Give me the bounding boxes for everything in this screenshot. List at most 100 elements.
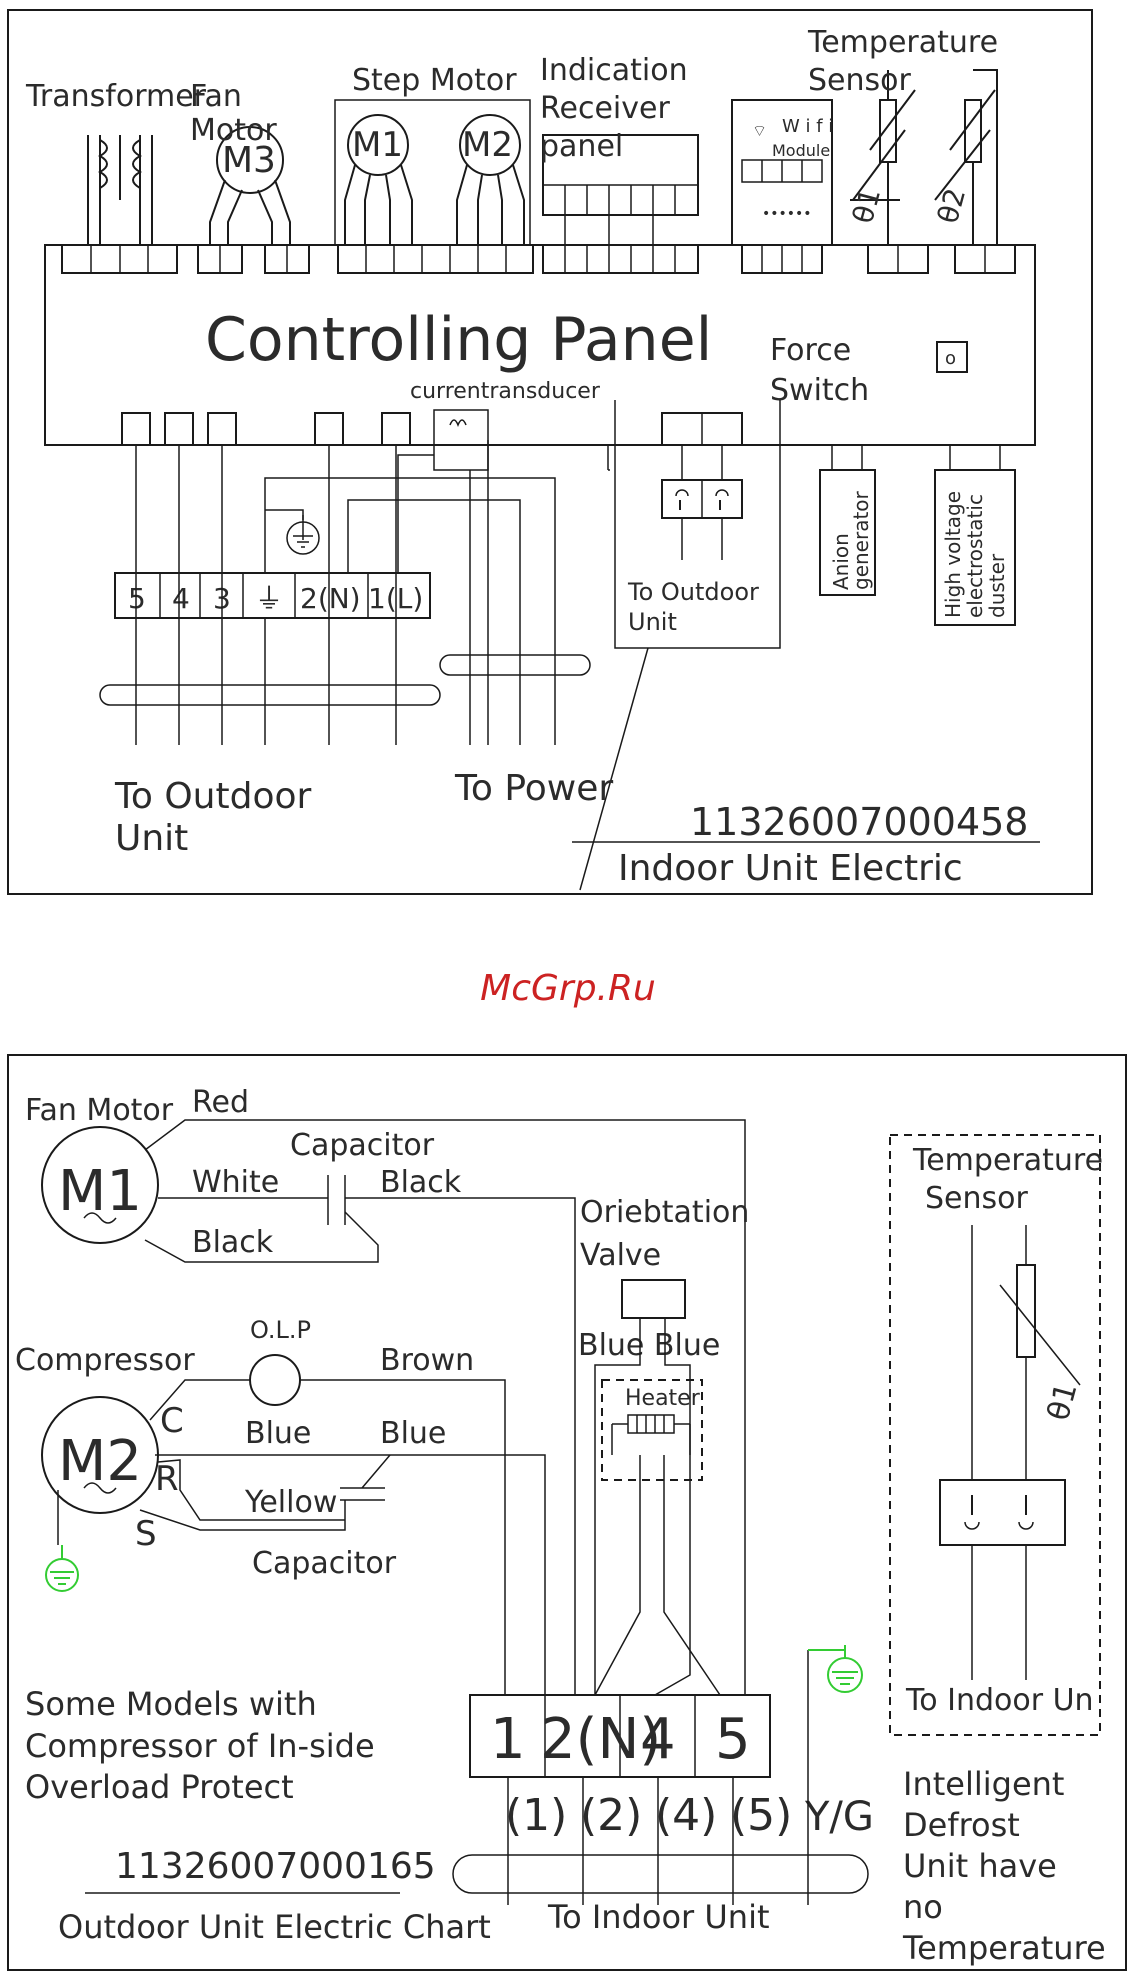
to-indoor-right-label: To Indoor Un <box>905 1683 1094 1718</box>
force-switch-label-2: Switch <box>770 373 869 408</box>
some-models-label-3: Overload Protect <box>25 1768 294 1806</box>
step-motor-m2-symbol <box>456 114 525 245</box>
fan-motor-label-2: Motor <box>190 113 277 148</box>
blue-label-2: Blue <box>380 1416 446 1451</box>
outdoor-frame <box>7 1054 1127 1971</box>
temp-sensor-2-symbol <box>934 69 998 245</box>
wifi-dots: •••••• <box>762 206 812 222</box>
hv-duster-box <box>934 469 1016 626</box>
ground-symbol-indoor <box>286 521 320 555</box>
compressor-capacitor-symbol <box>340 1454 391 1501</box>
out-wire-4: (4) <box>655 1790 717 1841</box>
out-wire-1: (1) <box>505 1790 567 1841</box>
some-models-label-1: Some Models with <box>25 1685 317 1723</box>
heater-enclosure <box>601 1379 703 1481</box>
terminal-5: 5 <box>128 582 146 615</box>
orientation-valve-box <box>621 1279 686 1319</box>
outdoor-title: Outdoor Unit Electric Chart <box>58 1908 491 1946</box>
step-motor-label: Step Motor <box>352 63 517 98</box>
olp-label: O.L.P <box>250 1316 311 1344</box>
theta1-label: θ1 <box>846 185 887 227</box>
temp-sensor-element <box>1016 1264 1036 1358</box>
indication-label-3: panel <box>540 129 623 164</box>
blue-label-1: Blue <box>245 1416 311 1451</box>
temp-sensor-label-1: Temperature <box>807 25 998 60</box>
indoor-diagram: Transformer Fan Motor M3 Step Motor M1 M… <box>7 9 1093 895</box>
hv-label-3: duster <box>985 553 1009 618</box>
terminal-ground-icon-out <box>827 1657 863 1693</box>
r-terminal-label: R <box>155 1459 179 1499</box>
to-outdoor-unit-connector <box>579 400 781 891</box>
force-switch-box <box>936 341 968 373</box>
wifi-label-1: W i f i <box>782 116 833 137</box>
controlling-panel-box <box>44 244 1036 446</box>
indication-panel-box <box>542 134 699 216</box>
indication-label-1: Indication <box>540 53 688 88</box>
out-terminal-5: 5 <box>715 1707 751 1772</box>
out-wire-2: (2) <box>580 1790 642 1841</box>
outdoor-part-number: 11326007000165 <box>115 1846 436 1887</box>
hv-label-2: electrostatic <box>963 494 987 618</box>
out-terminal-4: 4 <box>640 1707 676 1772</box>
fan-capacitor-symbol <box>327 1175 346 1225</box>
temp-sensor-connector <box>939 1479 1066 1546</box>
temp-sensor-label-out-2: Sensor <box>925 1181 1028 1216</box>
watermark: McGrp.Ru <box>480 968 656 1009</box>
to-indoor-label: To Indoor Unit <box>547 1898 770 1936</box>
intelligent-label-5: Temperature <box>902 1929 1106 1967</box>
current-transducer-label: currentransducer <box>410 379 601 404</box>
s-terminal-label: S <box>135 1514 157 1554</box>
black-label-2: Black <box>380 1165 462 1200</box>
to-outdoor-inner-label-2: Unit <box>628 608 677 636</box>
to-power-label: To Power <box>454 768 613 809</box>
anion-generator-box <box>819 469 876 596</box>
fan-motor-m3-symbol <box>209 126 291 245</box>
compressor-wiring <box>57 1379 546 1695</box>
white-label: White <box>192 1165 279 1200</box>
fan-motor-label-out: Fan Motor <box>25 1093 174 1128</box>
to-outdoor-label-1: To Outdoor <box>114 776 312 817</box>
m2-label-out: M2 <box>58 1429 142 1494</box>
heater-element-symbol <box>627 1414 675 1434</box>
transformer-symbol <box>87 135 153 245</box>
intelligent-label-3: Unit have <box>903 1847 1057 1885</box>
force-switch-symbol: o <box>945 348 956 369</box>
transformer-label: Transformer <box>25 79 207 114</box>
outdoor-cable-sleeve <box>99 684 441 706</box>
m3-label: M3 <box>222 140 276 181</box>
fan-motor-label-1: Fan <box>190 79 242 114</box>
wifi-icon: ⌔ <box>752 121 767 140</box>
blue-blue-label: Blue Blue <box>578 1328 720 1363</box>
outdoor-cable-sleeve <box>452 1854 869 1894</box>
indoor-wiring <box>99 440 610 745</box>
intelligent-label-1: Intelligent <box>903 1765 1064 1803</box>
terminal-2n: 2(N) <box>300 582 361 615</box>
power-cable-sleeve <box>439 654 591 676</box>
m2-label: M2 <box>462 125 513 165</box>
yellow-label: Yellow <box>244 1485 337 1520</box>
compressor-ground-icon <box>45 1558 79 1592</box>
indoor-frame <box>7 9 1093 895</box>
yg-label: Y/G <box>804 1794 874 1840</box>
anion-label-2: generator <box>849 490 873 590</box>
capacitor-label-1: Capacitor <box>290 1128 435 1163</box>
theta2-label: θ2 <box>931 185 972 227</box>
terminal-4: 4 <box>172 582 190 615</box>
out-terminal-2n: 2(N) <box>540 1707 661 1772</box>
to-outdoor-inner-label-1: To Outdoor <box>627 578 759 606</box>
to-outdoor-label-2: Unit <box>115 818 188 859</box>
capacitor-label-2: Capacitor <box>252 1546 397 1581</box>
out-wire-5: (5) <box>730 1790 792 1841</box>
orientation-label-1: Oriebtation <box>580 1195 749 1230</box>
bottom-connectors <box>121 412 743 446</box>
out-terminal-1: 1 <box>490 1707 526 1772</box>
controlling-panel-label: Controlling Panel <box>205 305 712 375</box>
fan-wiring <box>144 1119 746 1695</box>
fan-motor-m1-symbol <box>41 1126 159 1244</box>
indoor-terminal-block <box>114 572 431 619</box>
m1-label-out: M1 <box>58 1159 142 1224</box>
black-label-1: Black <box>192 1225 274 1260</box>
top-connectors <box>61 244 1016 274</box>
brown-label: Brown <box>380 1343 474 1378</box>
heater-label: Heater <box>625 1386 701 1411</box>
